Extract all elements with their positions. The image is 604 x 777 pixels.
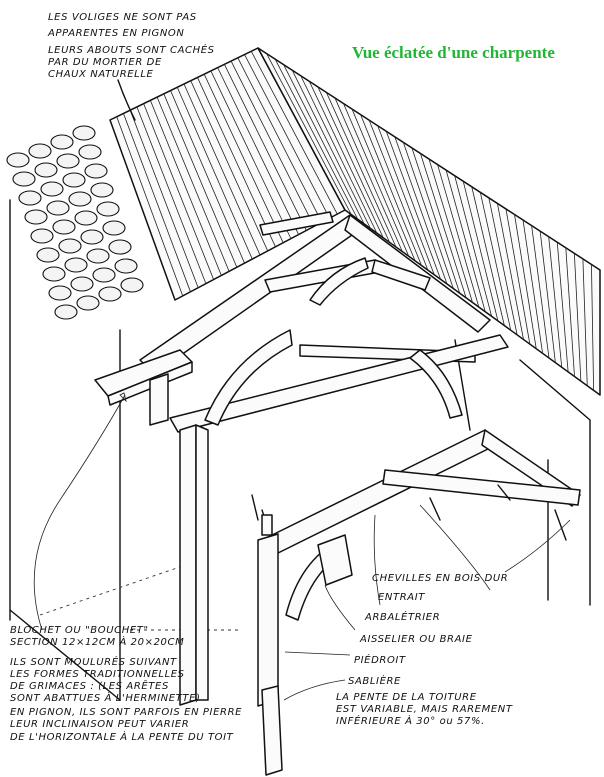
leader-lines bbox=[33, 79, 571, 701]
label-sabliere: SABLIÈRE bbox=[348, 674, 401, 687]
exploded-truss bbox=[251, 429, 581, 776]
label-chevilles: CHEVILLES EN BOIS DUR bbox=[372, 573, 508, 584]
svg-text:LEUR INCLINAISON PEUT VARIER: LEUR INCLINAISON PEUT VARIER bbox=[10, 719, 189, 730]
label-arbaletrier: ARBALÉTRIER bbox=[364, 610, 440, 623]
svg-text:DE GRIMACES : (LES ARÊTES: DE GRIMACES : (LES ARÊTES bbox=[10, 679, 169, 692]
svg-text:LES VOLIGES NE SONT PAS: LES VOLIGES NE SONT PAS bbox=[48, 12, 197, 23]
note-voliges: LES VOLIGES NE SONT PAS APPARENTES EN PI… bbox=[47, 12, 215, 80]
roof-plank-surface bbox=[109, 47, 601, 396]
svg-text:PAR DU MORTIER DE: PAR DU MORTIER DE bbox=[48, 57, 162, 68]
middle-truss bbox=[259, 211, 431, 306]
svg-text:EST VARIABLE, MAIS RAREMENT: EST VARIABLE, MAIS RAREMENT bbox=[336, 704, 513, 715]
note-blochet: BLOCHET OU "BOUCHET" SECTION 12×12CM À 2… bbox=[10, 625, 242, 743]
svg-text:APPARENTES EN PIGNON: APPARENTES EN PIGNON bbox=[47, 28, 184, 39]
label-aisselier: AISSELIER OU BRAIE bbox=[359, 634, 473, 645]
svg-text:CHAUX NATURELLE: CHAUX NATURELLE bbox=[48, 69, 154, 80]
roof-tiles bbox=[6, 125, 144, 320]
diagram-title: Vue éclatée d'une charpente bbox=[352, 43, 555, 62]
svg-text:DE L'HORIZONTALE À LA PENTE DU: DE L'HORIZONTALE À LA PENTE DU TOIT bbox=[10, 730, 234, 743]
label-piedroit: PIÉDROIT bbox=[354, 653, 406, 666]
note-pente: LA PENTE DE LA TOITURE EST VARIABLE, MAI… bbox=[336, 692, 513, 727]
svg-text:EN PIGNON, ILS SONT PARFOIS EN: EN PIGNON, ILS SONT PARFOIS EN PIERRE bbox=[10, 707, 242, 718]
svg-text:LEURS ABOUTS SONT CACHÉS: LEURS ABOUTS SONT CACHÉS bbox=[48, 43, 215, 56]
svg-text:SONT ABATTUES À L'HERMINETTE): SONT ABATTUES À L'HERMINETTE) bbox=[10, 691, 201, 704]
svg-text:BLOCHET OU "BOUCHET": BLOCHET OU "BOUCHET" bbox=[10, 625, 149, 636]
svg-text:SECTION 12×12CM À 20×20CM: SECTION 12×12CM À 20×20CM bbox=[10, 635, 184, 648]
svg-text:LES FORMES TRADITIONNELLES: LES FORMES TRADITIONNELLES bbox=[10, 669, 185, 680]
svg-text:ILS SONT MOULURÉS SUIVANT: ILS SONT MOULURÉS SUIVANT bbox=[10, 655, 177, 668]
svg-text:LA PENTE DE LA TOITURE: LA PENTE DE LA TOITURE bbox=[336, 692, 477, 703]
blochet-beam bbox=[94, 349, 193, 426]
svg-text:INFÉRIEURE À 30° ou 57%.: INFÉRIEURE À 30° ou 57%. bbox=[336, 714, 485, 727]
label-entrait: ENTRAIT bbox=[378, 592, 425, 603]
